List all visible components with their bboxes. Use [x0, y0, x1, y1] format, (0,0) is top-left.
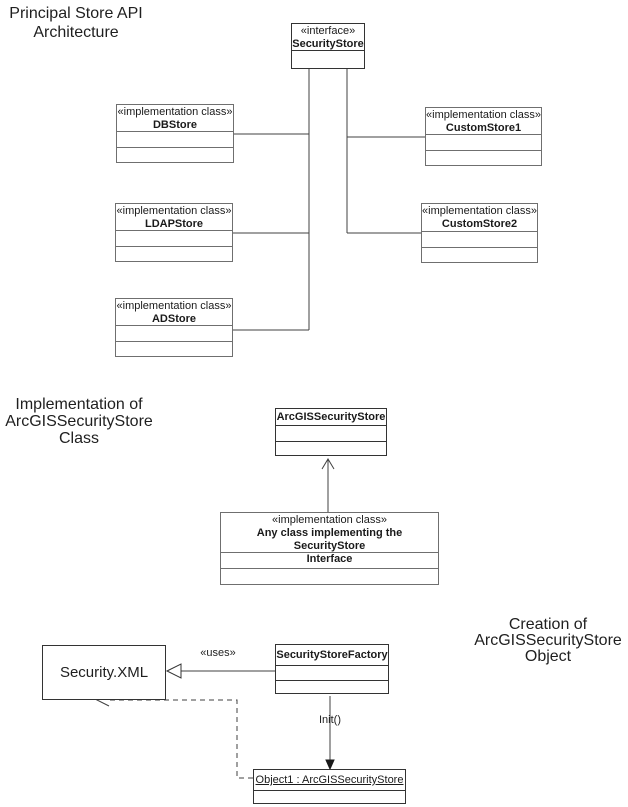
empty-compartment: [422, 231, 537, 247]
stereotype-label: «implementation class»: [117, 106, 233, 118]
diagram-title-creation: Creation of ArcGISSecurityStore Object: [474, 616, 622, 665]
stereotype-label: «implementation class»: [426, 109, 541, 121]
class-box-securitystorefactory: SecurityStoreFactory: [275, 644, 389, 694]
stereotype-label: «implementation class»: [116, 205, 232, 217]
empty-compartment: [276, 425, 386, 441]
empty-compartment: [221, 568, 438, 584]
empty-compartment: [116, 230, 232, 246]
class-box-customstore2: «implementation class» CustomStore2: [421, 203, 538, 263]
class-box-ldapstore: «implementation class» LDAPStore: [115, 203, 233, 262]
empty-compartment: [116, 246, 232, 261]
filled-arrowhead-icon: [325, 759, 335, 771]
class-name-customstore2: CustomStore2: [441, 218, 518, 230]
connector-object1-dashed-dependency: [107, 699, 253, 779]
empty-compartment: [276, 665, 388, 680]
hollow-triangle-arrowhead-icon: [165, 663, 182, 679]
empty-compartment: [426, 150, 541, 165]
class-box-dbstore: «implementation class» DBStore: [116, 104, 234, 163]
diagram-title-implementation: Implementation of ArcGISSecurityStore Cl…: [5, 396, 153, 447]
class-name-dbstore: DBStore: [152, 119, 197, 131]
class-box-anyclass: «implementation class» Any class impleme…: [220, 512, 439, 585]
empty-compartment: [276, 441, 386, 455]
securityxml-box: Security.XML: [42, 645, 166, 700]
class-box-securitystore: «interface» SecurityStore: [291, 23, 365, 69]
empty-compartment: [117, 131, 233, 147]
class-name-securitystorefactory: SecurityStoreFactory: [276, 649, 388, 661]
class-name-arcgissecuritystore: ArcGISSecurityStore: [276, 411, 386, 423]
empty-compartment: [292, 50, 364, 68]
class-name-ldapstore: LDAPStore: [144, 218, 204, 230]
init-edge-label: Init(): [319, 714, 341, 726]
uses-edge-label: «uses»: [200, 647, 236, 659]
generalization-arrowhead-icon: [321, 458, 335, 470]
class-box-arcgissecuritystore: ArcGISSecurityStore: [275, 408, 387, 456]
empty-compartment: [221, 552, 438, 568]
class-box-adstore: «implementation class» ADStore: [115, 298, 233, 357]
class-name-adstore: ADStore: [151, 313, 196, 325]
empty-compartment: [117, 147, 233, 162]
empty-compartment: [276, 680, 388, 693]
class-box-customstore1: «implementation class» CustomStore1: [425, 107, 542, 166]
empty-compartment: [422, 247, 537, 262]
class-name-securitystore: SecurityStore: [292, 38, 364, 50]
stereotype-label: «interface»: [300, 25, 356, 37]
stereotype-label: «implementation class»: [422, 205, 537, 217]
stereotype-label: «implementation class»: [116, 300, 232, 312]
empty-compartment: [116, 341, 232, 356]
class-name-customstore1: CustomStore1: [445, 122, 522, 134]
securityxml-label: Security.XML: [59, 664, 149, 681]
stereotype-label: «implementation class»: [272, 514, 387, 526]
empty-compartment: [254, 790, 405, 803]
empty-compartment: [116, 325, 232, 341]
class-name-anyclass: Any class implementing the SecurityStore…: [256, 527, 403, 565]
empty-compartment: [426, 134, 541, 150]
diagram-title-principal-store-api: Principal Store API Architecture: [9, 5, 143, 41]
object-name-object1: Object1 : ArcGISSecurityStore: [255, 774, 404, 786]
object-box-object1: Object1 : ArcGISSecurityStore: [253, 769, 406, 804]
